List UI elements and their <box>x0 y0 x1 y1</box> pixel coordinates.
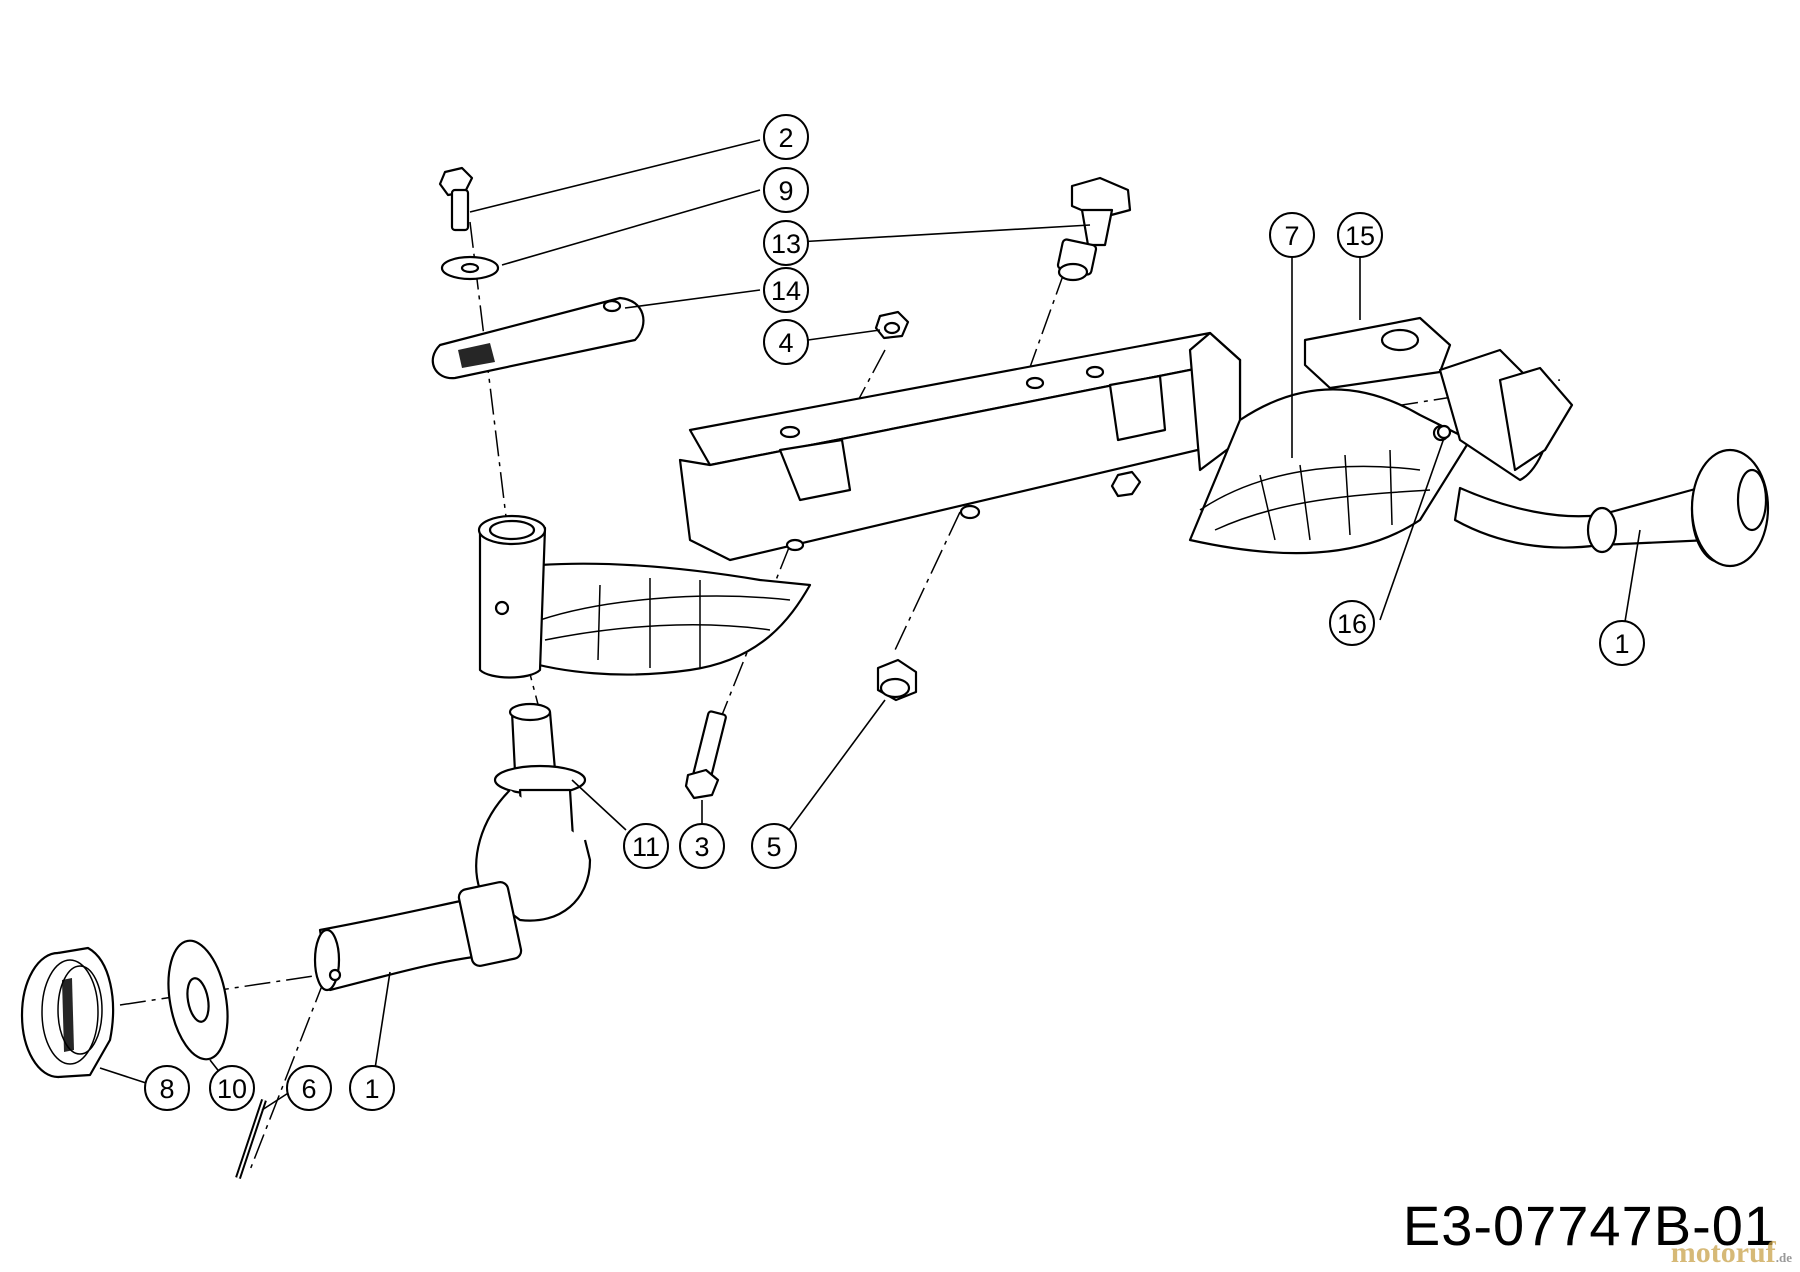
callout-1-left: 1 <box>349 1065 395 1111</box>
callout-13: 13 <box>763 220 809 266</box>
callout-10: 10 <box>209 1065 255 1111</box>
callout-11-label: 11 <box>632 832 660 862</box>
bolt-3 <box>684 710 727 800</box>
bolt-2 <box>438 166 474 232</box>
callout-5-label: 5 <box>766 832 781 862</box>
callout-2: 2 <box>763 114 809 160</box>
callout-4: 4 <box>763 319 809 365</box>
callout-7-label: 7 <box>1284 221 1299 251</box>
callout-1-left-label: 1 <box>364 1074 379 1104</box>
callout-14-label: 14 <box>771 276 801 306</box>
steering-arm-right <box>1303 316 1574 482</box>
callout-16-label: 16 <box>1337 609 1367 639</box>
front-axle-beam <box>477 331 1472 679</box>
callout-6: 6 <box>286 1065 332 1111</box>
callout-11: 11 <box>623 823 669 869</box>
callout-13-label: 13 <box>771 229 801 259</box>
washer-10 <box>167 939 229 1061</box>
hub-cap-8 <box>20 946 115 1079</box>
callout-8: 8 <box>144 1065 190 1111</box>
watermark-brand: motoruf <box>1670 1236 1776 1269</box>
callout-14: 14 <box>763 267 809 313</box>
callout-8-label: 8 <box>159 1074 174 1104</box>
callout-1-right-label: 1 <box>1614 629 1629 659</box>
callout-16: 16 <box>1329 600 1375 646</box>
spindle-left <box>313 702 592 992</box>
steering-arm-14 <box>431 296 645 380</box>
callout-9-label: 9 <box>778 176 793 206</box>
callout-1-right: 1 <box>1599 620 1645 666</box>
callout-9: 9 <box>763 167 809 213</box>
callout-2-label: 2 <box>778 123 793 153</box>
watermark-logo: motoruf.de <box>1671 1236 1792 1270</box>
pivot-bolt-13 <box>1056 176 1132 282</box>
cotter-pin-6 <box>235 1099 267 1179</box>
grease-fitting-16 <box>1436 424 1452 440</box>
callout-5: 5 <box>751 823 797 869</box>
nut-5 <box>876 658 918 702</box>
callout-6-label: 6 <box>301 1074 316 1104</box>
callout-10-label: 10 <box>217 1074 247 1104</box>
drawing-code: E3-07747B-01 <box>1402 1194 1776 1257</box>
callout-3: 3 <box>679 823 725 869</box>
watermark-tld: .de <box>1775 1250 1792 1265</box>
callout-15-label: 15 <box>1345 221 1375 251</box>
callout-15: 15 <box>1337 212 1383 258</box>
callout-4-label: 4 <box>778 328 793 358</box>
spindle-right <box>1453 448 1770 568</box>
callout-3-label: 3 <box>694 832 709 862</box>
washer-9 <box>440 255 500 281</box>
callout-7: 7 <box>1269 212 1315 258</box>
nut-4 <box>874 310 910 340</box>
